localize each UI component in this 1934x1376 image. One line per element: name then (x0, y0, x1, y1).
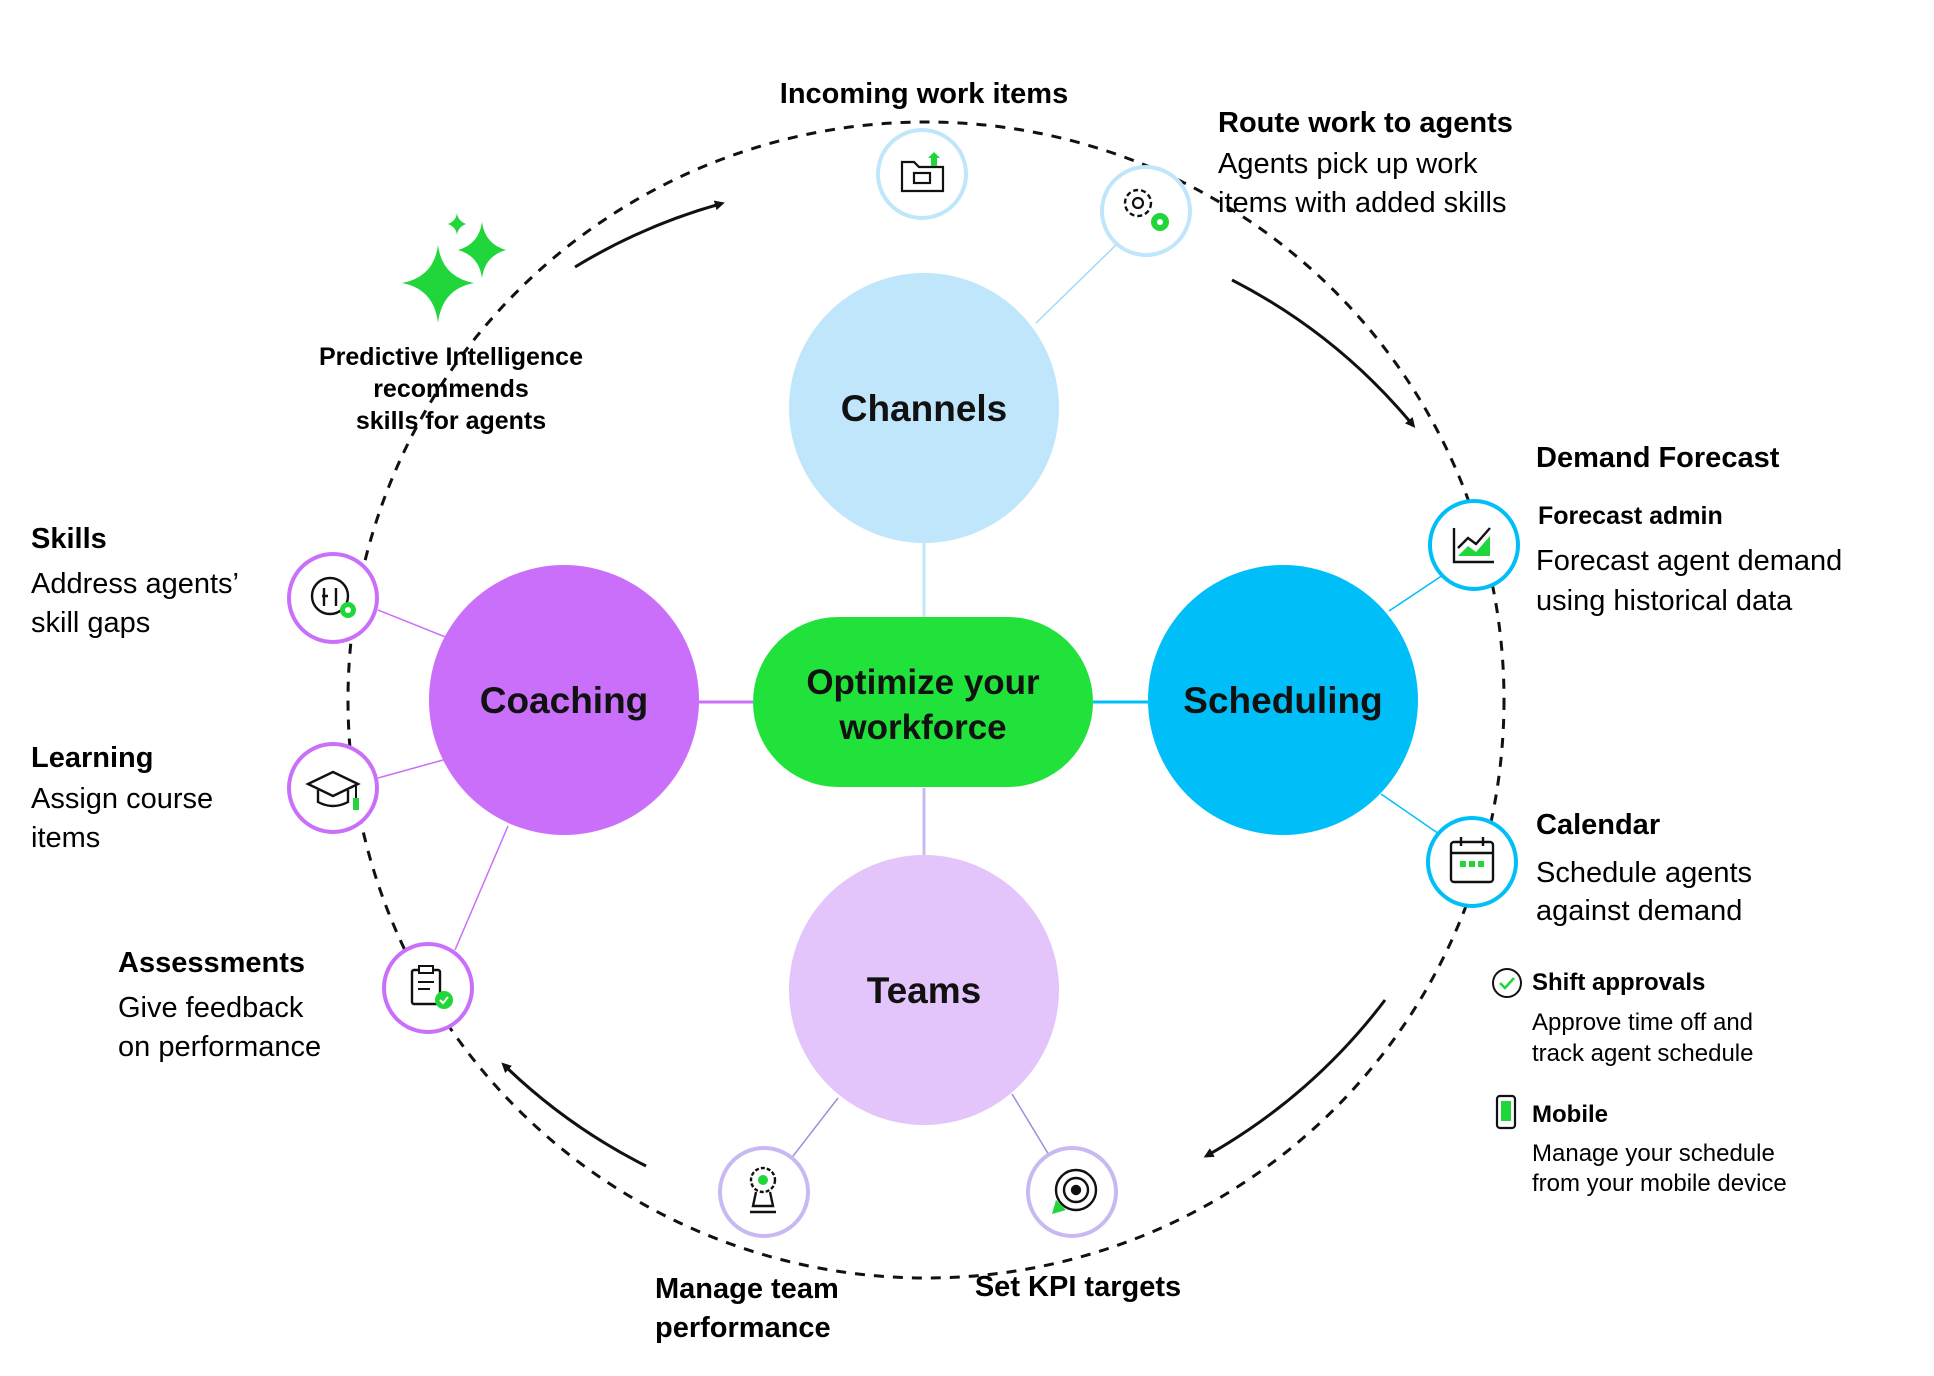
hub-coaching: Coaching (429, 565, 699, 835)
route-line2: items with added skills (1218, 187, 1507, 219)
calendar-title: Calendar (1536, 809, 1660, 841)
center-pill: Optimize your workforce (753, 617, 1093, 787)
shift-approvals-line1: Approve time off and (1532, 1009, 1753, 1036)
team-performance-line1: Manage team (655, 1273, 839, 1305)
node-incoming (876, 128, 968, 220)
link-coaching-learning (377, 759, 444, 779)
sparkle-icon (402, 213, 506, 323)
link-coaching-skills (377, 609, 449, 639)
center-title-line2: workforce (838, 708, 1006, 747)
node-route (1100, 165, 1192, 257)
hub-coaching-label: Coaching (480, 680, 649, 721)
link-teams-kpi (1011, 1093, 1053, 1161)
cycle-ring (346, 120, 1506, 1280)
node-learning (287, 742, 379, 834)
assessments-title: Assessments (118, 947, 305, 979)
predictive-line1: Predictive Intelligence (319, 343, 583, 371)
award-icon (749, 1166, 777, 1214)
cycle-arrow-bottom-left (501, 1062, 647, 1168)
hub-scheduling: Scheduling (1148, 565, 1418, 835)
folder-upload-icon (900, 152, 945, 193)
link-coaching-assessments (454, 825, 509, 951)
mobile-line1: Manage your schedule (1532, 1140, 1775, 1167)
node-calendar (1426, 816, 1518, 908)
hub-teams: Teams (789, 855, 1059, 1125)
learning-line1: Assign course (31, 783, 213, 815)
cycle-arrow-bottom-right (1203, 999, 1387, 1158)
target-icon (1052, 1168, 1098, 1214)
predictive-line2: recommends (373, 375, 529, 403)
center-title-line1: Optimize your (806, 663, 1040, 702)
assessments-line2: on performance (118, 1031, 321, 1063)
node-team-performance (718, 1146, 810, 1238)
shift-approvals-line2: track agent schedule (1532, 1040, 1753, 1067)
mobile-phone-icon (1495, 1094, 1517, 1130)
graduation-cap-icon (305, 770, 361, 810)
kpi-title: Set KPI targets (975, 1271, 1181, 1303)
learning-title: Learning (31, 742, 153, 774)
hub-channels: Channels (789, 273, 1059, 543)
node-demand-forecast (1428, 499, 1520, 591)
mobile-title: Mobile (1532, 1101, 1608, 1128)
link-scheduling-calendar (1380, 793, 1443, 837)
cycle-arrow-right (1231, 278, 1416, 428)
forecast-admin-title: Forecast admin (1538, 502, 1723, 530)
clipboard-check-icon (410, 965, 453, 1009)
route-title: Route work to agents (1218, 107, 1513, 139)
check-circle-icon (1492, 968, 1522, 998)
assessments-line1: Give feedback (118, 992, 304, 1024)
node-kpi (1026, 1146, 1118, 1238)
mobile-line2: from your mobile device (1532, 1170, 1787, 1197)
calendar-line2: against demand (1536, 895, 1742, 927)
hub-channels-label: Channels (841, 388, 1008, 429)
calendar-icon (1449, 837, 1495, 884)
team-performance-line2: performance (655, 1312, 831, 1344)
node-assessments (382, 942, 474, 1034)
skills-line2: skill gaps (31, 607, 150, 639)
calendar-line1: Schedule agents (1536, 857, 1752, 889)
trend-chart-icon (1452, 527, 1494, 564)
cycle-arrow-top-left (574, 200, 725, 269)
skills-title: Skills (31, 523, 107, 555)
hub-scheduling-label: Scheduling (1183, 680, 1382, 721)
shift-approvals-title: Shift approvals (1532, 969, 1705, 996)
skills-line1: Address agents’ (31, 568, 239, 600)
forecast-admin-line2: using historical data (1536, 585, 1793, 617)
gear-cog-icon (1123, 188, 1169, 231)
hub-teams-label: Teams (867, 970, 982, 1011)
route-line1: Agents pick up work (1218, 148, 1478, 180)
forecast-admin-line1: Forecast agent demand (1536, 545, 1842, 577)
node-skills (287, 552, 379, 644)
link-teams-team-performance (789, 1097, 839, 1161)
wrench-gear-icon (310, 576, 356, 618)
incoming-title: Incoming work items (780, 78, 1068, 110)
predictive-line3: skills for agents (356, 407, 546, 435)
link-scheduling-forecast (1388, 572, 1447, 612)
demand-forecast-heading: Demand Forecast (1536, 442, 1780, 474)
learning-line2: items (31, 822, 100, 854)
link-channels-route (1035, 243, 1118, 324)
